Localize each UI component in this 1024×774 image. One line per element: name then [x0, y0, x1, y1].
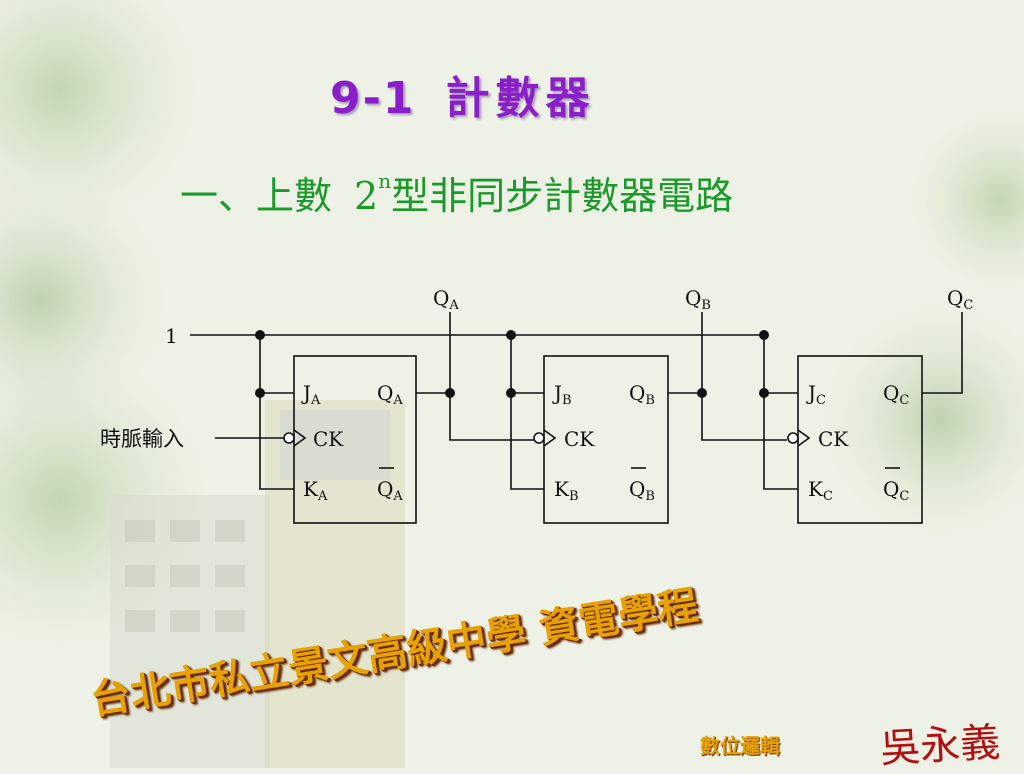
- wire-j-k-b: [510, 335, 544, 490]
- clock-bubble-c: [787, 432, 799, 444]
- output-label-qa: QA: [433, 286, 459, 313]
- title-text: 計數器: [445, 73, 596, 124]
- ff-b-q-label: QB: [629, 381, 655, 408]
- input-high-label: 1: [165, 324, 178, 348]
- ff-a-j-label: JA: [301, 381, 321, 408]
- wire-qc: [922, 312, 963, 394]
- wire-j-k-a: [259, 335, 294, 490]
- output-label-qb: QB: [685, 286, 711, 313]
- clock-triangle-a: [293, 429, 307, 447]
- ff-b-k-label: KB: [554, 477, 579, 504]
- junction-dot: [445, 388, 455, 398]
- wire-qb: [668, 312, 787, 441]
- wire-j-k-c: [763, 335, 798, 490]
- junction-dot: [255, 330, 265, 340]
- ff-b-j-label: JB: [552, 381, 572, 408]
- junction-dot: [759, 388, 769, 398]
- ff-c-ck-label: CK: [818, 427, 849, 451]
- clock-input-label: 時脈輸入: [100, 427, 184, 451]
- subtitle-suffix: 型非同步計數器電路: [391, 174, 734, 218]
- wire-qa: [416, 312, 534, 441]
- ff-a-k-label: KA: [303, 477, 328, 504]
- ff-c-k-label: KC: [808, 477, 833, 504]
- ff-c-j-label: JC: [806, 381, 826, 408]
- clock-bubble-a: [283, 432, 295, 444]
- junction-dot: [506, 330, 516, 340]
- junction-dot: [506, 388, 516, 398]
- junction-dot: [759, 330, 769, 340]
- clock-triangle-b: [543, 429, 557, 447]
- subtitle-exponent: n: [378, 169, 392, 193]
- junction-dot: [697, 388, 707, 398]
- ff-c-qbar-label: QC: [883, 477, 909, 504]
- author-signature: 吳永義: [879, 719, 1002, 773]
- ff-b-ck-label: CK: [564, 427, 595, 451]
- subtitle-prefix: 一、上數: [180, 174, 333, 218]
- subtitle-base: 2: [354, 174, 379, 218]
- clock-bubble-b: [533, 432, 545, 444]
- output-label-qc: QC: [947, 286, 973, 313]
- junction-dot: [255, 388, 265, 398]
- slide-subtitle: 一、上數 2n型非同步計數器電路: [180, 165, 733, 220]
- ff-a-q-label: QA: [377, 381, 403, 408]
- clock-triangle-c: [797, 429, 811, 447]
- slide-title: 9-1 計數器: [330, 62, 596, 126]
- ff-a-qbar-label: QA: [377, 477, 403, 504]
- ff-c-q-label: QC: [883, 381, 909, 408]
- ff-b-qbar-label: QB: [629, 477, 655, 504]
- ff-a-ck-label: CK: [313, 427, 344, 451]
- course-name: 數位邏輯: [700, 734, 780, 758]
- title-number: 9-1: [330, 73, 416, 124]
